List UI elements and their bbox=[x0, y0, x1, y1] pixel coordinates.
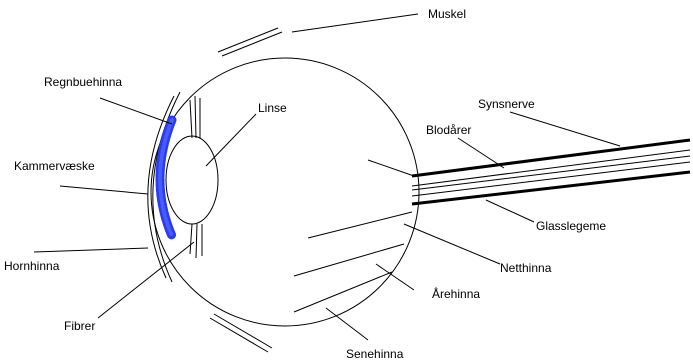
leader-netthinna bbox=[404, 224, 500, 264]
leader-blodarer bbox=[458, 138, 504, 168]
label-blodarer: Blodårer bbox=[426, 123, 471, 137]
label-leaders bbox=[34, 14, 620, 340]
label-linse: Linse bbox=[258, 101, 287, 115]
leader-glasslegeme bbox=[486, 200, 534, 222]
label-fibrer: Fibrer bbox=[64, 319, 95, 333]
label-kammervaeske: Kammervæske bbox=[14, 159, 95, 173]
leader-regnbuehinna bbox=[100, 98, 172, 124]
muscle-top bbox=[218, 28, 282, 56]
leader-fibrer bbox=[98, 242, 194, 318]
leader-muskel bbox=[292, 14, 418, 32]
muscle-bottom bbox=[210, 314, 272, 352]
lens bbox=[166, 136, 218, 224]
leader-kammervaeske bbox=[60, 186, 148, 194]
label-netthinna: Netthinna bbox=[500, 261, 552, 275]
optic-nerve bbox=[412, 140, 690, 204]
label-arehinna: Årehinna bbox=[432, 286, 480, 301]
leader-senehinna bbox=[326, 308, 368, 340]
leader-synsnerve bbox=[510, 112, 620, 146]
leader-linse bbox=[206, 114, 256, 166]
label-hornhinna: Hornhinna bbox=[4, 259, 60, 273]
label-synsnerve: Synsnerve bbox=[478, 97, 535, 111]
label-muskel: Muskel bbox=[428, 7, 466, 21]
label-regnbuehinna: Regnbuehinna bbox=[44, 75, 122, 89]
label-glasslegeme: Glasslegeme bbox=[536, 219, 606, 233]
label-senehinna: Senehinna bbox=[346, 347, 404, 361]
leader-hornhinna bbox=[34, 248, 148, 252]
internal-leaders bbox=[294, 160, 414, 312]
